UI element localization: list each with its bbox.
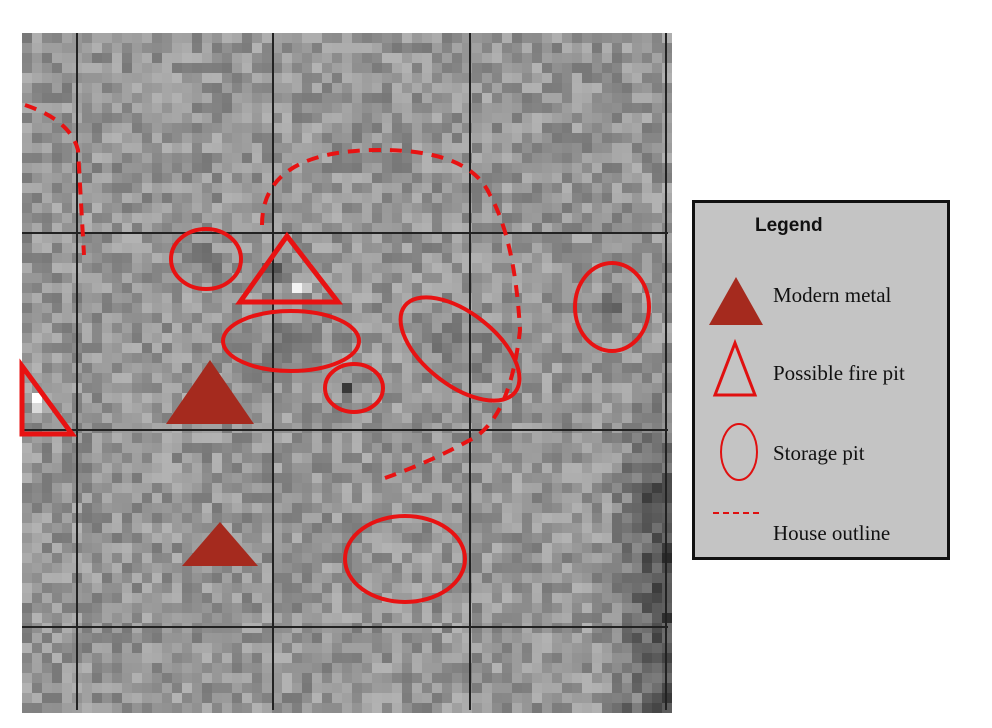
storage-pits bbox=[169, 227, 651, 604]
legend-box: Legend Modern metal Possible fire pit St… bbox=[692, 200, 950, 560]
house-outlines bbox=[24, 103, 523, 480]
modern-metal-triangle bbox=[182, 522, 258, 566]
house-outline-left bbox=[24, 103, 86, 256]
modern-metal-markers bbox=[166, 360, 258, 566]
fire-pits bbox=[19, 231, 344, 437]
gradiometer-raster bbox=[22, 33, 672, 713]
modern-metal-triangle bbox=[166, 360, 254, 424]
legend-label-house-outline: House outline bbox=[773, 521, 891, 545]
storage-pit bbox=[573, 261, 651, 353]
fire-pit-triangle bbox=[19, 358, 77, 437]
fire-pit-legend-icon bbox=[712, 339, 758, 397]
fire-pit-triangle bbox=[235, 231, 344, 305]
house-outline-legend-icon bbox=[713, 512, 759, 514]
storage-pit-legend-icon bbox=[720, 423, 758, 481]
legend-title: Legend bbox=[755, 215, 823, 236]
storage-pit bbox=[169, 227, 243, 291]
modern-metal-legend-icon bbox=[709, 277, 763, 325]
house-outline-center bbox=[260, 147, 523, 480]
survey-grid bbox=[22, 33, 668, 710]
legend-label-fire-pit: Possible fire pit bbox=[773, 361, 905, 385]
legend-label-modern-metal: Modern metal bbox=[773, 283, 892, 307]
storage-pit bbox=[343, 514, 467, 604]
storage-pit bbox=[221, 309, 361, 373]
storage-pit bbox=[323, 362, 385, 414]
storage-pit bbox=[398, 295, 522, 403]
legend-label-storage-pit: Storage pit bbox=[773, 441, 865, 465]
